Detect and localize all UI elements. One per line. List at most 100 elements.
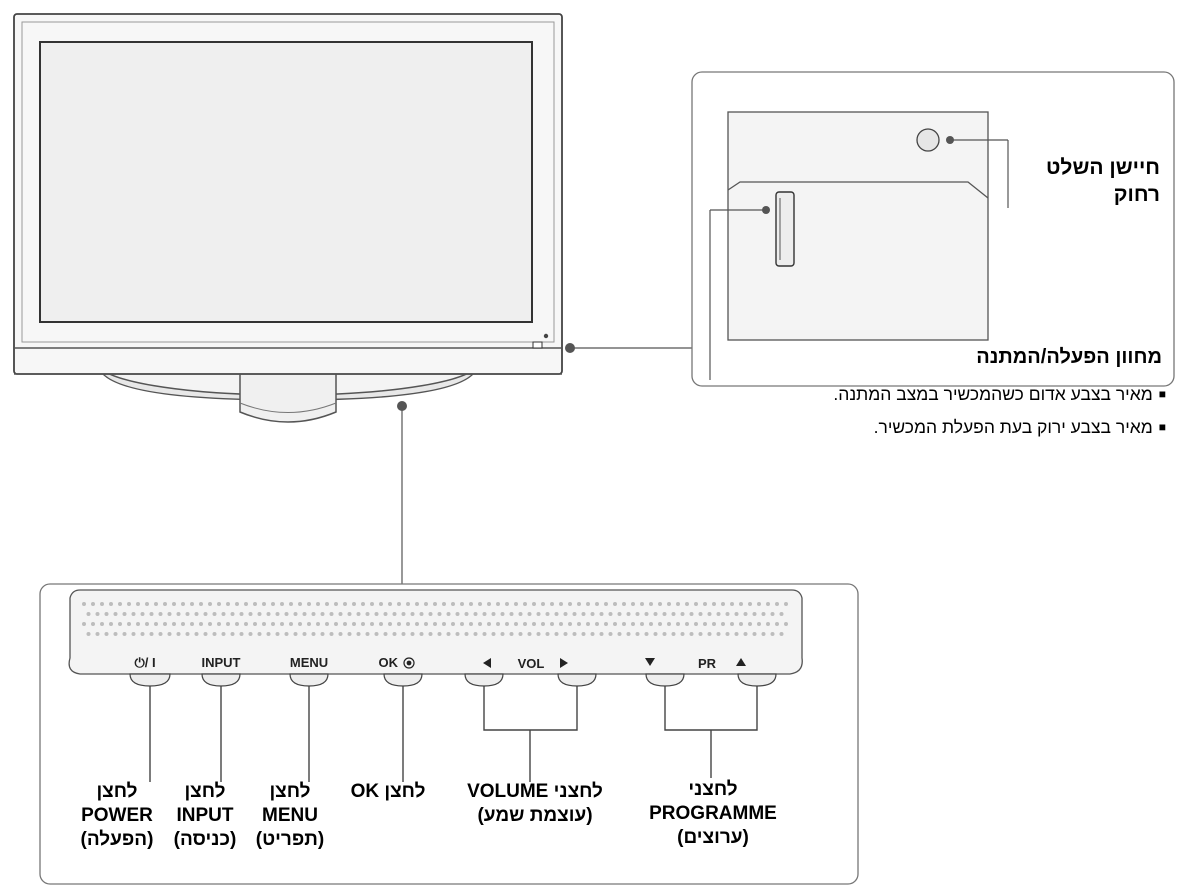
grille-hole xyxy=(334,602,338,606)
button-leader-lines xyxy=(149,686,758,782)
grille-hole xyxy=(185,612,190,616)
grille-hole xyxy=(568,602,572,606)
volume-buttons-label: לחצני VOLUME (עוצמת שמע) xyxy=(467,781,603,826)
grille-hole xyxy=(779,612,784,616)
grille-hole xyxy=(581,632,586,636)
detail-inset-box xyxy=(691,71,1175,387)
grille-hole xyxy=(347,612,352,616)
grille-hole xyxy=(784,622,788,626)
grille-hole xyxy=(617,612,622,616)
programme-down-button[interactable] xyxy=(645,673,685,687)
grille-hole xyxy=(478,622,482,626)
grille-hole xyxy=(343,622,347,626)
speaker-grille xyxy=(82,602,788,636)
grille-hole xyxy=(752,612,757,616)
grille-hole xyxy=(406,602,410,606)
grille-hole xyxy=(379,622,383,626)
grille-hole xyxy=(167,632,172,636)
grille-hole xyxy=(644,632,649,636)
grille-hole xyxy=(568,622,572,626)
grille-hole xyxy=(118,602,122,606)
grille-hole xyxy=(145,602,149,606)
grille-hole xyxy=(649,622,653,626)
grille-hole xyxy=(509,632,514,636)
grille-hole xyxy=(743,612,748,616)
menu-button[interactable] xyxy=(289,673,329,687)
grille-hole xyxy=(631,622,635,626)
grille-hole xyxy=(581,612,586,616)
grille-hole xyxy=(464,632,469,636)
grille-hole xyxy=(649,602,653,606)
grille-hole xyxy=(559,602,563,606)
grille-hole xyxy=(212,632,217,636)
grille-hole xyxy=(176,632,181,636)
grille-hole xyxy=(149,632,154,636)
grille-hole xyxy=(194,632,199,636)
grille-hole xyxy=(536,612,541,616)
grille-hole xyxy=(761,612,766,616)
grille-hole xyxy=(473,612,478,616)
grille-hole xyxy=(757,602,761,606)
grille-hole xyxy=(662,632,667,636)
grille-hole xyxy=(253,602,257,606)
grille-hole xyxy=(95,612,100,616)
grille-hole xyxy=(356,632,361,636)
grille-hole xyxy=(478,602,482,606)
grille-hole xyxy=(671,632,676,636)
grille-hole xyxy=(698,632,703,636)
grille-hole xyxy=(658,622,662,626)
grille-hole xyxy=(235,622,239,626)
grille-hole xyxy=(86,612,91,616)
grille-hole xyxy=(703,602,707,606)
grille-hole xyxy=(433,622,437,626)
programme-up-button[interactable] xyxy=(737,673,777,687)
ok-indicator-icon xyxy=(403,657,415,669)
grille-hole xyxy=(140,632,145,636)
grille-hole xyxy=(433,602,437,606)
grille-hole xyxy=(725,612,730,616)
grille-hole xyxy=(122,632,127,636)
grille-hole xyxy=(392,632,397,636)
grille-hole xyxy=(554,632,559,636)
remote-sensor-window xyxy=(916,128,940,152)
grille-hole xyxy=(604,622,608,626)
grille-hole xyxy=(221,632,226,636)
grille-hole xyxy=(514,602,518,606)
grille-hole xyxy=(131,632,136,636)
grille-hole xyxy=(491,612,496,616)
grille-hole xyxy=(748,602,752,606)
grille-hole xyxy=(590,632,595,636)
grille-hole xyxy=(221,612,226,616)
grille-hole xyxy=(572,632,577,636)
grille-hole xyxy=(104,612,109,616)
grille-hole xyxy=(563,612,568,616)
grille-hole xyxy=(136,602,140,606)
grille-hole xyxy=(500,632,505,636)
grille-hole xyxy=(316,602,320,606)
grille-hole xyxy=(599,632,604,636)
vol-left-arrow-icon xyxy=(483,658,491,668)
grille-hole xyxy=(640,602,644,606)
grille-hole xyxy=(739,602,743,606)
grille-hole xyxy=(406,622,410,626)
ok-button[interactable] xyxy=(383,673,423,687)
grille-hole xyxy=(383,632,388,636)
grille-hole xyxy=(226,622,230,626)
grille-hole xyxy=(338,612,343,616)
grille-hole xyxy=(131,612,136,616)
volume-down-button[interactable] xyxy=(464,673,504,687)
input-button[interactable] xyxy=(201,673,241,687)
grille-hole xyxy=(716,632,721,636)
ok-text: OK xyxy=(379,655,399,670)
tv-indicator-light xyxy=(532,341,543,349)
grille-hole xyxy=(545,632,550,636)
grille-hole xyxy=(410,612,415,616)
grille-hole xyxy=(595,622,599,626)
volume-up-button[interactable] xyxy=(557,673,597,687)
grille-hole xyxy=(329,632,334,636)
grille-hole xyxy=(437,612,442,616)
grille-hole xyxy=(275,612,280,616)
power-button[interactable] xyxy=(129,673,171,687)
grille-hole xyxy=(784,602,788,606)
grille-hole xyxy=(244,602,248,606)
